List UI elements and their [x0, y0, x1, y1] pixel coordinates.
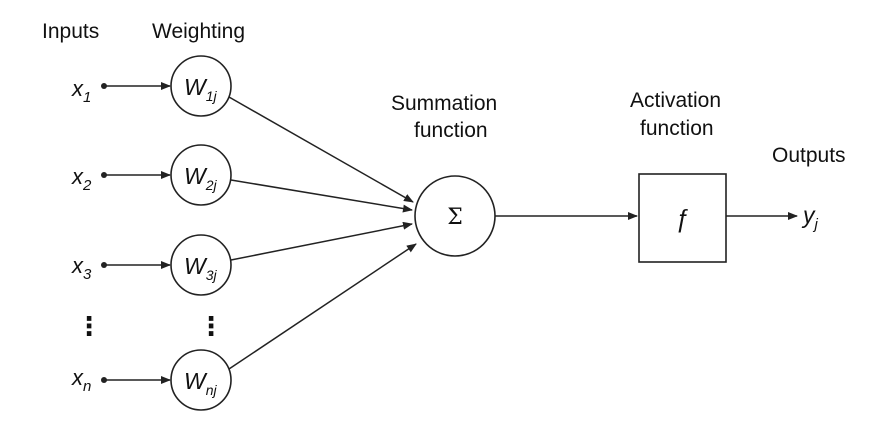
input-label-n: xn: [71, 365, 91, 395]
summation-header: Summation function: [391, 92, 503, 142]
weight-label-2: W2j: [184, 163, 218, 193]
input-label-3: x3: [71, 253, 92, 283]
inputs-header: Inputs: [42, 20, 99, 43]
activation-function-label: ƒ: [675, 205, 689, 233]
input-label-1: x1: [71, 76, 91, 106]
weight-node-3: [170, 234, 232, 296]
weight-ellipsis: ⋮: [198, 311, 224, 341]
weight-arrow-2: [230, 179, 413, 213]
summation-header-line2: function: [414, 119, 488, 142]
outputs-header: Outputs: [772, 144, 846, 167]
activation-box: [638, 173, 727, 263]
weight-arrow-3: [230, 221, 413, 261]
activation-header-line1: Activation: [630, 89, 721, 112]
weight-node-n: [170, 349, 232, 411]
weight-label-n: Wnj: [184, 368, 218, 398]
summation-header-line1: Summation: [391, 92, 497, 115]
input-ellipsis: ⋮: [76, 311, 102, 341]
activation-header: Activation function: [630, 89, 727, 140]
activation-header-line2: function: [640, 117, 714, 140]
weighting-header: Weighting: [152, 20, 245, 43]
sigma-icon: Σ: [447, 205, 463, 230]
weight-label-1: W1j: [184, 74, 218, 104]
weight-node-1: [170, 55, 232, 117]
weight-label-3: W3j: [184, 253, 218, 283]
weight-arrow-n: [228, 243, 417, 370]
weight-arrow-1: [228, 96, 414, 203]
output-label: yj: [801, 202, 819, 233]
weight-node-2: [170, 144, 232, 206]
input-label-2: x2: [71, 164, 92, 194]
